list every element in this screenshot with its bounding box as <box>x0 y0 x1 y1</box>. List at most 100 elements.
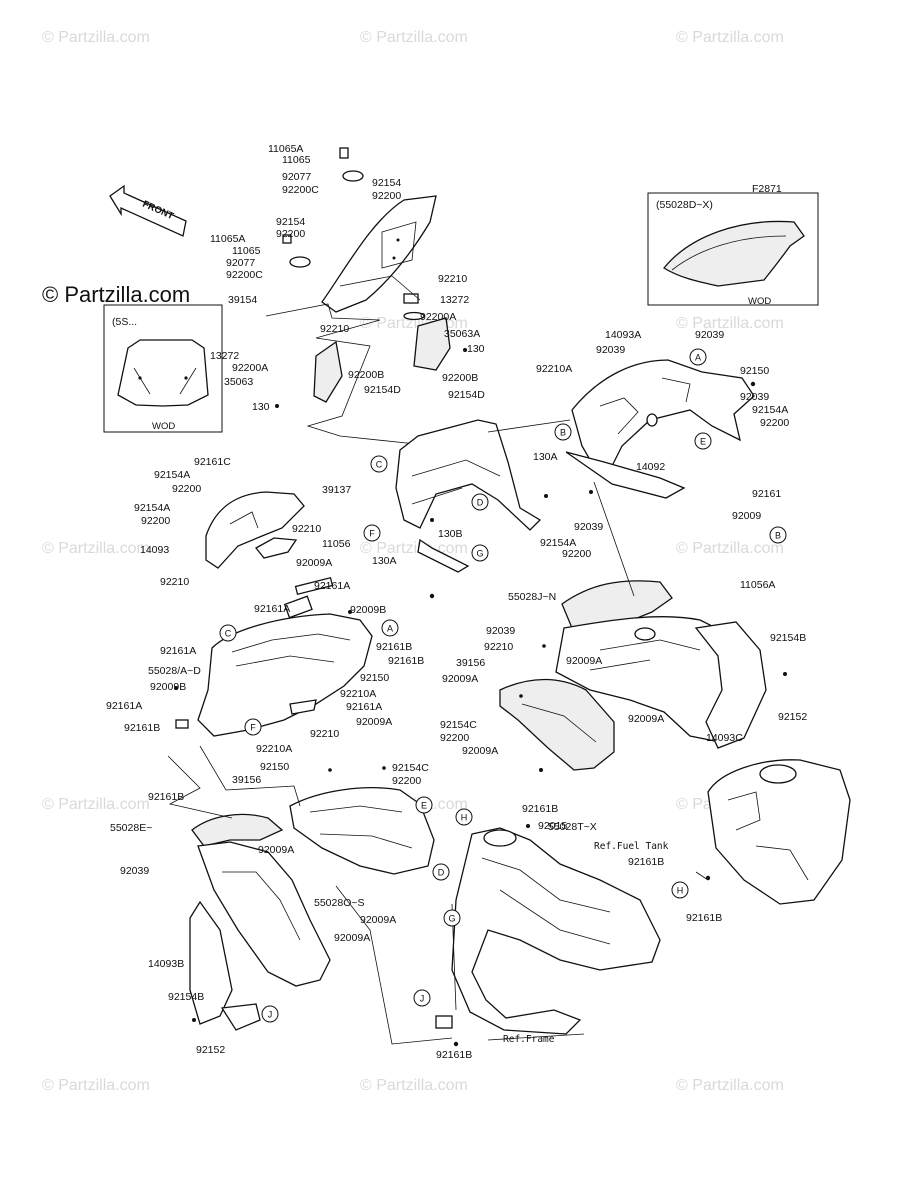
windshield-variant-inset: (5S... WOD <box>103 304 223 433</box>
part-number-label: 92200 <box>372 190 401 202</box>
part-number-label: 11065A <box>268 143 303 155</box>
callout-g: G <box>443 909 461 927</box>
part-number-label: 92154B <box>770 632 806 644</box>
part-number-label: 92161A <box>106 700 142 712</box>
part-number-label: 92154 <box>372 177 401 189</box>
svg-text:B: B <box>775 531 781 541</box>
cowl-variant-shape <box>663 220 805 287</box>
frame-body <box>451 827 661 1035</box>
part-number-label: 92200 <box>141 515 170 527</box>
svg-text:E: E <box>700 437 706 447</box>
svg-text:D: D <box>477 498 484 508</box>
callout-a: A <box>381 619 399 637</box>
part-number-label: 92161B <box>628 856 664 868</box>
part-number-label: 92200 <box>276 228 305 240</box>
watermark: © Partzilla.com <box>676 29 784 46</box>
part-number-label: 55028T~X <box>548 821 597 833</box>
part-number-label: 92210 <box>484 641 513 653</box>
part-number-label: 35063 <box>224 376 253 388</box>
part-number-label: 92210A <box>340 688 376 700</box>
part-number-label: 92161B <box>376 641 412 653</box>
svg-text:C: C <box>225 629 232 639</box>
part-number-label: 39156 <box>456 657 485 669</box>
part-number-label: 92200A <box>232 362 268 374</box>
part-number-label: 92161B <box>522 803 558 815</box>
part-number-label: 55028E~ <box>110 822 152 834</box>
callout-c: C <box>370 455 388 473</box>
part-number-label: 92200B <box>348 369 384 381</box>
callout-f: F <box>363 524 381 542</box>
part-number-label: 92154B <box>168 991 204 1003</box>
part-number-label: 92009 <box>732 510 761 522</box>
guide-lines <box>167 419 709 1045</box>
side-fairing-left <box>289 766 435 875</box>
inset-windshield-code: (5S... <box>112 316 137 328</box>
part-number-label: 92210 <box>310 728 339 740</box>
part-number-label: 92154C <box>392 762 429 774</box>
watermark: © Partzilla.com <box>42 29 150 46</box>
part-number-label: 92210 <box>160 576 189 588</box>
watermark: © Partzilla.com <box>42 540 150 557</box>
part-number-label: 92161B <box>686 912 722 924</box>
part-number-label: 39156 <box>232 774 261 786</box>
part-number-label: 13272 <box>210 350 239 362</box>
callout-h: H <box>455 808 473 826</box>
fairing-55028J-main <box>555 616 753 743</box>
part-number-label: 92200C <box>282 184 319 196</box>
watermark-large: © Partzilla.com <box>42 282 190 307</box>
fairing-55028E-top <box>191 813 284 847</box>
svg-text:F: F <box>369 529 375 539</box>
svg-text:H: H <box>677 886 684 896</box>
part-number-label: 55028O~S <box>314 897 365 909</box>
callout-a: A <box>689 348 707 366</box>
svg-text:J: J <box>268 1010 273 1020</box>
svg-text:E: E <box>421 801 427 811</box>
ref-fuel-tank-label: Ref.Fuel Tank <box>594 841 669 852</box>
fairing-55028T <box>499 678 615 771</box>
part-number-label: 92161 <box>752 488 781 500</box>
callout-c: C <box>219 624 237 642</box>
part-number-label: 92200 <box>392 775 421 787</box>
part-number-label: 92152 <box>196 1044 225 1056</box>
part-number-label: 130B <box>438 528 463 540</box>
panel-14093 <box>205 491 305 569</box>
part-number-label: 92009A <box>462 745 498 757</box>
svg-text:C: C <box>376 460 383 470</box>
instrument-stay <box>395 419 548 599</box>
part-number-label: 92200 <box>172 483 201 495</box>
fairing-55028O <box>289 787 435 875</box>
part-number-label: 39154 <box>228 294 257 306</box>
windshield-variant-shape <box>117 339 209 407</box>
callout-b: B <box>769 526 787 544</box>
part-number-label: 92039 <box>574 521 603 533</box>
part-number-label: 92039 <box>695 329 724 341</box>
part-number-label: 92200 <box>562 548 591 560</box>
part-number-label: 92039 <box>596 344 625 356</box>
cowl-variant-inset: (55028D~X) WOD <box>647 192 819 307</box>
part-number-label: 11065 <box>232 245 261 257</box>
ref-frame-label: Ref.Frame <box>503 1034 555 1045</box>
watermark-layer: © Partzilla.com © Partzilla.com © Partzi… <box>42 29 784 1094</box>
panel-14093B <box>189 900 233 1025</box>
watermark: © Partzilla.com <box>676 315 784 332</box>
part-number-label: 92009A <box>334 932 370 944</box>
part-number-label: 13272 <box>440 294 469 306</box>
part-number-label: 92210 <box>438 273 467 285</box>
part-number-label: 55028J~N <box>508 591 556 603</box>
part-number-label: 130 <box>252 401 270 413</box>
part-number-label: 92009B <box>350 604 386 616</box>
upper-cowl <box>174 610 373 737</box>
part-number-label: 92150 <box>360 672 389 684</box>
inset-cowl-code: (55028D~X) <box>656 199 713 211</box>
callout-j: J <box>413 989 431 1007</box>
callout-e: E <box>694 432 712 450</box>
cowl-stay-frame <box>395 419 542 531</box>
part-number-label: 14093C <box>706 732 743 744</box>
part-number-label: 92200 <box>760 417 789 429</box>
part-number-label: 11065 <box>282 154 311 166</box>
part-label-layer: 11065A110659207792200C921549220092154922… <box>106 143 807 1061</box>
part-number-label: 92154A <box>540 537 576 549</box>
part-number-label: 92200C <box>226 269 263 281</box>
part-number-label: 35063A <box>444 328 480 340</box>
